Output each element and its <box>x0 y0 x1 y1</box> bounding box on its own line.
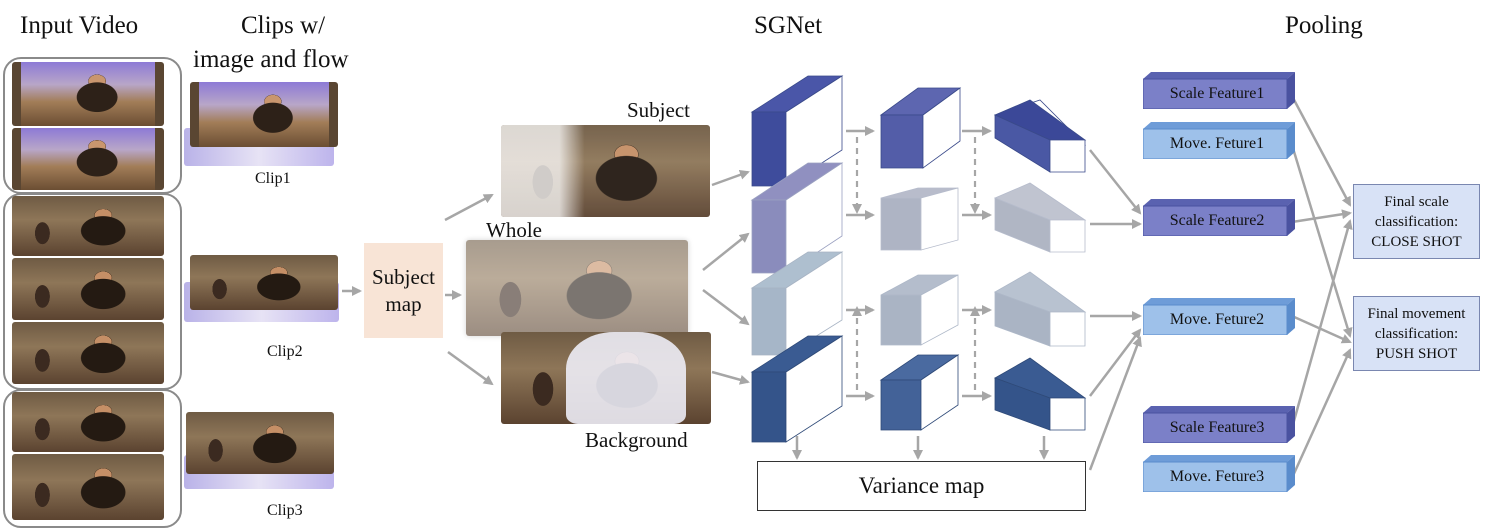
final-movement-classification-box: Final movement classification: PUSH SHOT <box>1353 296 1480 371</box>
video-frame <box>12 322 164 384</box>
whole-stream-label: Whole <box>486 218 542 242</box>
subject-stream-label: Subject <box>627 98 690 122</box>
sgnet-block <box>880 274 959 346</box>
input-video-heading: Input Video <box>20 12 139 39</box>
clip1-image <box>190 82 338 147</box>
sgnet-block <box>994 99 1087 173</box>
clip2-label: Clip2 <box>267 343 303 360</box>
clip2-image <box>190 255 338 310</box>
move-feature3-label: Move. Feture3 <box>1169 468 1265 485</box>
pooling-heading: Pooling <box>1285 12 1363 39</box>
final-movement-line3: PUSH SHOT <box>1375 345 1458 362</box>
subject-stream-image <box>501 125 710 217</box>
scale-feature1-box: Scale Feature1 <box>1143 72 1295 109</box>
final-scale-line1: Final scale <box>1384 193 1449 210</box>
sgnet-block <box>750 335 844 443</box>
video-frame <box>12 258 164 320</box>
final-scale-line2: classification: <box>1374 213 1459 230</box>
video-frame <box>12 392 164 452</box>
clip3-group-box <box>3 389 182 528</box>
scale-feature2-label: Scale Feature2 <box>1169 212 1265 229</box>
background-stream-label: Background <box>585 428 688 452</box>
variance-map-box: Variance map <box>757 461 1086 511</box>
sgnet-block <box>994 271 1087 347</box>
sgnet-block <box>750 251 844 356</box>
subject-map-line1: Subject <box>372 264 435 289</box>
sgnet-block <box>750 75 844 187</box>
subject-map-box: Subject map <box>364 243 443 338</box>
sgnet-block <box>879 87 962 169</box>
final-movement-line1: Final movement <box>1367 305 1466 322</box>
sgnet-block <box>993 182 1087 253</box>
move-feature1-label: Move. Feture1 <box>1169 135 1265 152</box>
clip3-label: Clip3 <box>267 502 303 519</box>
subject-map-line2: map <box>385 291 422 316</box>
sgnet-block <box>879 354 960 431</box>
clips-heading-line1: Clips w/ <box>240 12 326 39</box>
sgnet-block <box>880 187 959 251</box>
scale-feature3-box: Scale Feature3 <box>1143 406 1295 443</box>
sgnet-block <box>750 162 844 274</box>
video-frame <box>12 196 164 256</box>
clip3-image <box>186 412 334 474</box>
video-frame <box>12 128 164 190</box>
move-feature3-box: Move. Feture3 <box>1143 455 1295 492</box>
move-feature1-box: Move. Feture1 <box>1143 122 1295 159</box>
final-scale-line3: CLOSE SHOT <box>1371 233 1462 250</box>
move-feature2-box: Move. Feture2 <box>1143 298 1295 335</box>
final-movement-line2: classification: <box>1374 325 1459 342</box>
video-frame <box>12 62 164 126</box>
clip1-label: Clip1 <box>255 170 291 187</box>
scale-feature3-label: Scale Feature3 <box>1169 419 1265 436</box>
scale-feature1-label: Scale Feature1 <box>1169 85 1265 102</box>
move-feature2-label: Move. Feture2 <box>1169 311 1265 328</box>
clips-heading-line2: image and flow <box>193 46 349 73</box>
final-scale-classification-box: Final scale classification: CLOSE SHOT <box>1353 184 1480 259</box>
whole-stream-image <box>466 240 688 336</box>
background-stream-image <box>501 332 711 424</box>
sgnet-block <box>994 357 1087 431</box>
scale-feature2-box: Scale Feature2 <box>1143 199 1295 236</box>
video-frame <box>12 454 164 520</box>
sgnet-heading: SGNet <box>754 12 823 39</box>
